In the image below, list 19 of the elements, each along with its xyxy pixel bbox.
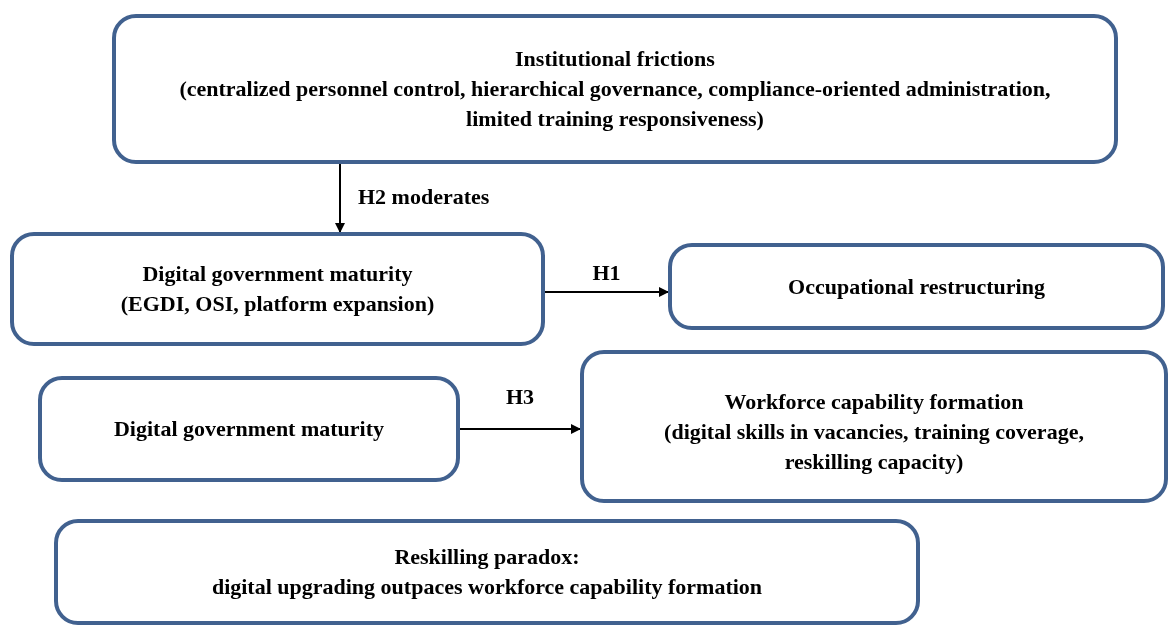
box-heading: Digital government maturity [142,260,413,288]
box-heading: Workforce capability formation [724,387,1024,416]
arrow [459,424,581,434]
box-text: (EGDI, OSI, platform expansion) [120,290,435,318]
arrow [335,163,345,233]
arrow [544,287,669,297]
process-box [668,243,1165,330]
process-box [38,376,460,482]
box-heading: Institutional frictions [515,45,715,73]
box-heading: Digital government maturity [113,415,385,443]
process-box [54,519,920,625]
process-box [580,350,1168,503]
box-text: digital upgrading outpaces workforce capability formation [211,573,763,601]
box-heading: Occupational restructuring [788,272,1045,301]
box-heading: Reskilling paradox: [394,543,580,571]
box-text: (digital skills in vacancies, training coverage, reskilling capacity) [664,417,1084,476]
process-box [112,14,1118,164]
process-box [10,232,545,346]
box-text: (centralized personnel control, hierarchical governance, compliance-oriented administration, limited training responsiveness) [178,75,1052,133]
